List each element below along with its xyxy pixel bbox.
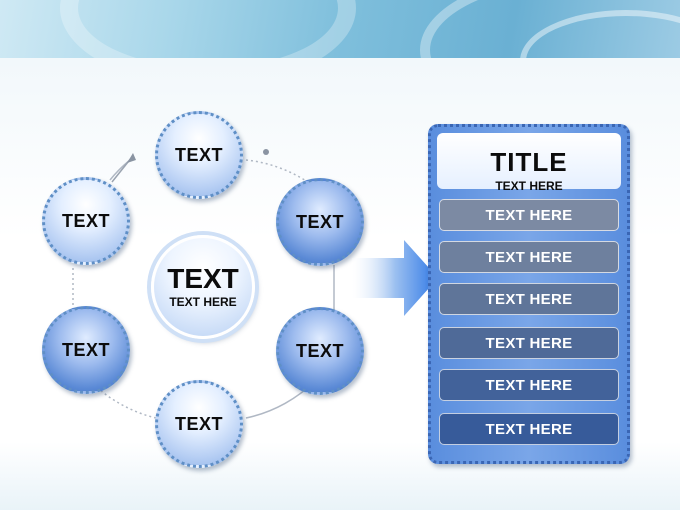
right-arrow-icon <box>352 240 438 316</box>
cycle-node: TEXT <box>276 307 364 395</box>
cycle-node-label: TEXT <box>295 211 344 232</box>
panel-header: TITLE TEXT HERE <box>437 133 621 193</box>
panel-item: TEXT HERE <box>439 283 619 315</box>
cycle-node-label: TEXT <box>174 144 223 165</box>
title-panel: TITLE TEXT HERE TEXT HERE TEXT HERE TEXT… <box>428 124 630 464</box>
panel-subtitle: TEXT HERE <box>495 179 563 193</box>
cycle-node: TEXT <box>155 111 243 199</box>
cycle-node-label: TEXT <box>174 413 223 434</box>
cycle-node: TEXT <box>42 306 130 394</box>
cycle-node-label: TEXT <box>61 210 110 231</box>
cycle-node: TEXT <box>276 178 364 266</box>
panel-item: TEXT HERE <box>439 327 619 359</box>
cycle-node: TEXT <box>42 177 130 265</box>
panel-item: TEXT HERE <box>439 199 619 231</box>
panel-item: TEXT HERE <box>439 369 619 401</box>
cycle-center: TEXT TEXT HERE <box>151 235 255 339</box>
cycle-node-label: TEXT <box>295 340 344 361</box>
panel-item: TEXT HERE <box>439 413 619 445</box>
header-banner <box>0 0 680 58</box>
cycle-node-label: TEXT <box>61 339 110 360</box>
cycle-node: TEXT <box>155 380 243 468</box>
center-subtitle: TEXT HERE <box>169 295 237 309</box>
panel-title: TITLE <box>490 147 568 177</box>
panel-item: TEXT HERE <box>439 241 619 273</box>
banner-swoosh <box>420 0 680 58</box>
center-title: TEXT <box>167 263 239 294</box>
